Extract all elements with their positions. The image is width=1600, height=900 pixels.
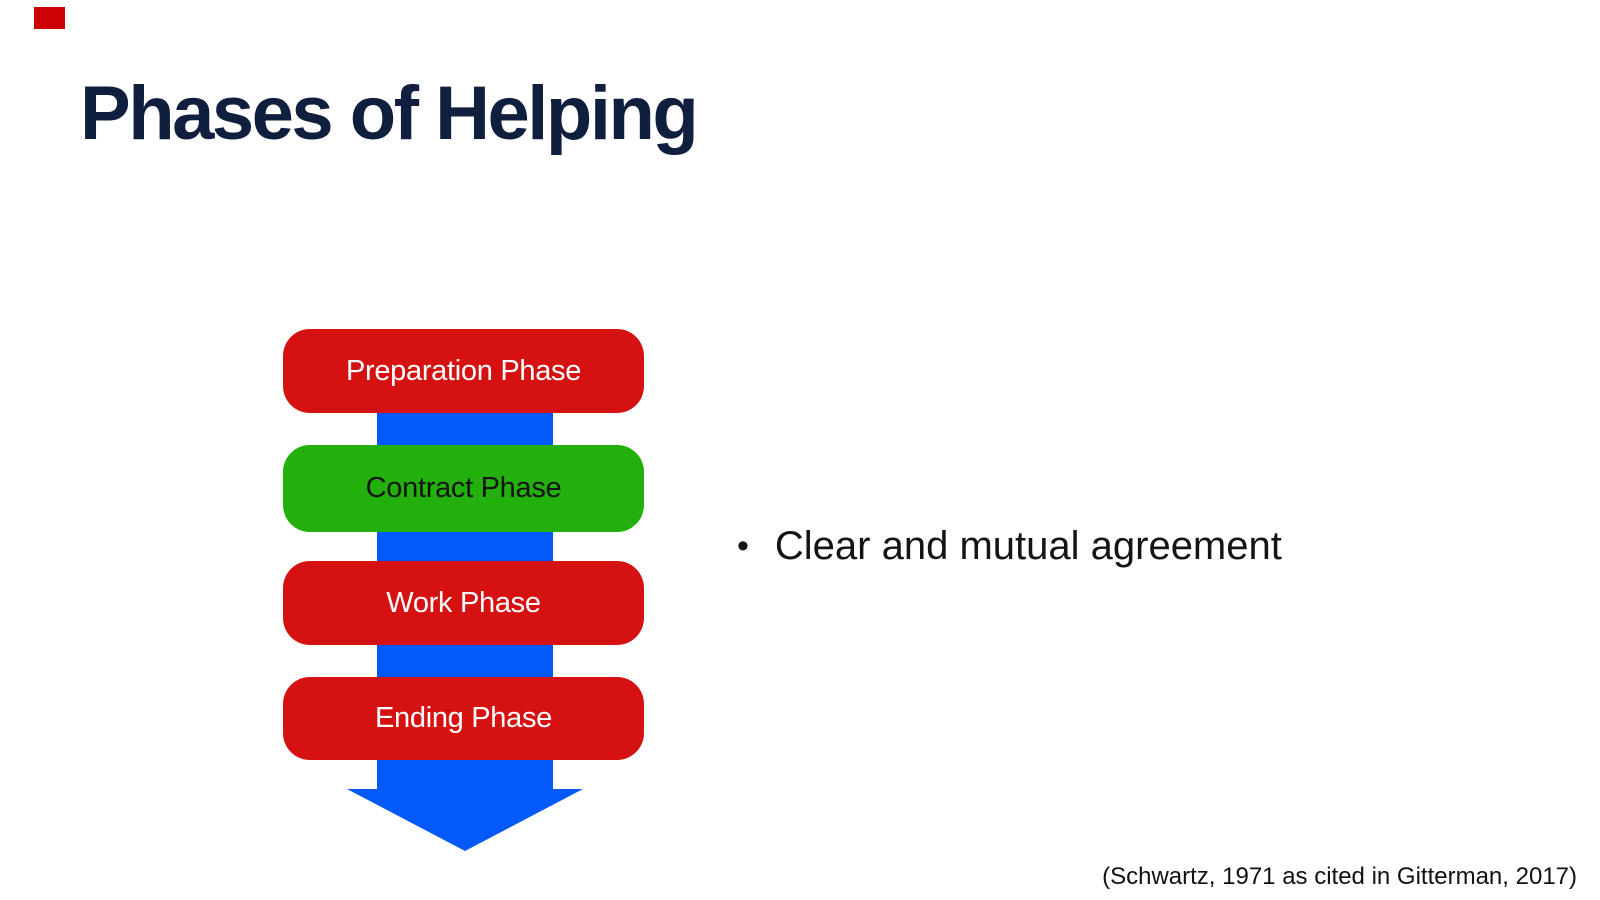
- phase-box-ending: Ending Phase: [283, 677, 644, 760]
- phase-box-contract: Contract Phase: [283, 445, 644, 532]
- phase-box-work: Work Phase: [283, 561, 644, 645]
- bullet-item: • Clear and mutual agreement: [737, 522, 1282, 570]
- phase-box-preparation: Preparation Phase: [283, 329, 644, 413]
- citation-text: (Schwartz, 1971 as cited in Gitterman, 2…: [1102, 863, 1577, 890]
- red-corner-marker: [34, 7, 65, 29]
- bullet-text: Clear and mutual agreement: [774, 524, 1282, 568]
- bullet-icon: •: [737, 527, 749, 565]
- page-title: Phases of Helping: [80, 71, 699, 156]
